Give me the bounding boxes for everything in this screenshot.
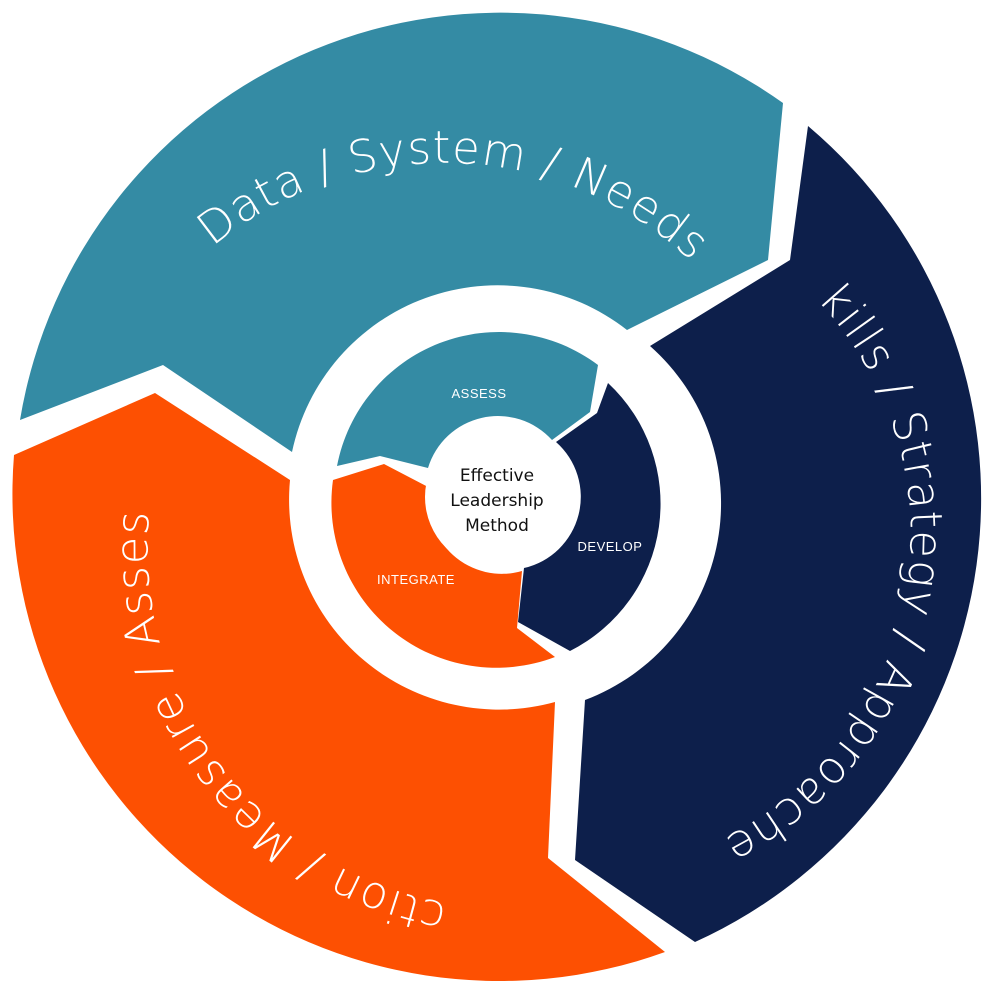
inner-segment-integrate (331, 464, 555, 668)
outer-segment-data-system-needs (20, 12, 783, 452)
outer-segment-action-measure-assess (12, 393, 665, 982)
label-assess: ASSESS (451, 386, 506, 401)
label-develop: DEVELOP (578, 539, 643, 554)
center-text-line1: Effective (460, 466, 534, 486)
inner-segment-develop (518, 383, 661, 651)
outer-segment-skills-strategy-approaches (575, 126, 982, 942)
center-circle (425, 425, 569, 569)
inner-segment-assess (337, 332, 598, 468)
center-text-line3: Method (465, 516, 529, 536)
label-integrate: INTEGRATE (377, 572, 455, 587)
center-text-line2: Leadership (450, 491, 543, 511)
